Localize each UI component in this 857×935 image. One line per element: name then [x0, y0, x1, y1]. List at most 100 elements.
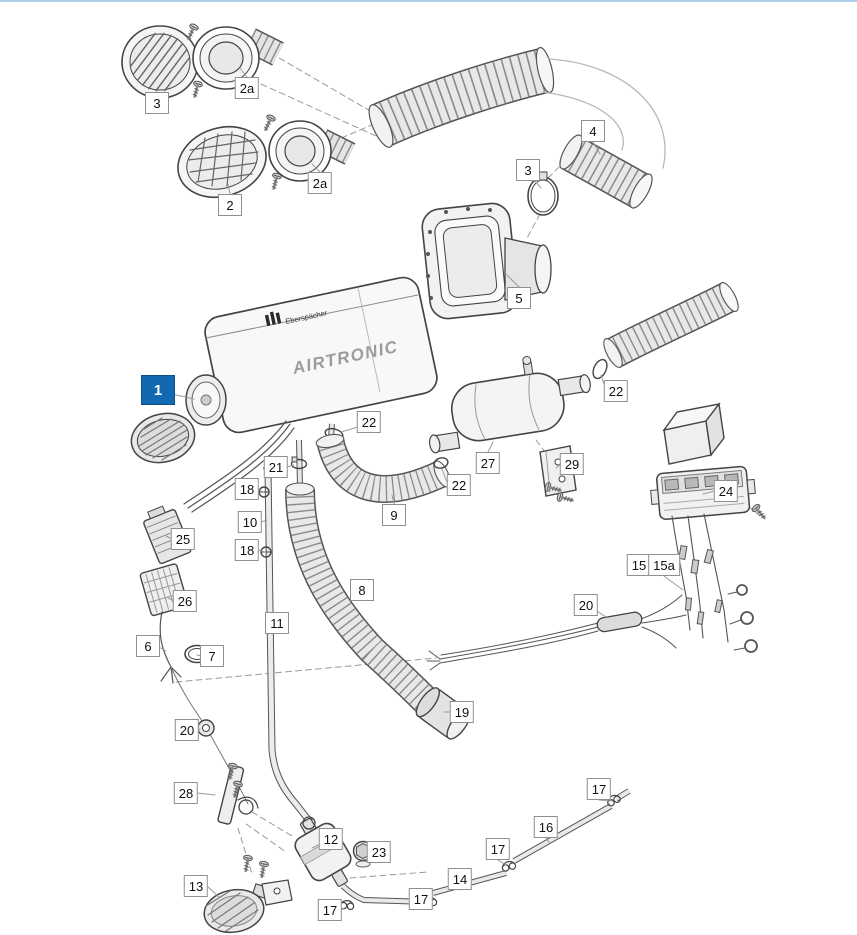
part-label[interactable]: 11	[265, 612, 289, 634]
relay-drawing	[662, 402, 725, 465]
part-number: 9	[390, 507, 398, 523]
part-number: 2a	[312, 175, 328, 191]
part-label[interactable]: 26	[172, 590, 198, 612]
part-label[interactable]: 22	[446, 474, 472, 496]
part-number: 10	[242, 514, 258, 530]
part-number: 24	[718, 483, 734, 499]
part-label[interactable]: 2	[218, 194, 242, 216]
part-label[interactable]: 17	[485, 838, 511, 860]
part-label[interactable]: 10	[237, 511, 263, 533]
part-label[interactable]: 21	[263, 456, 289, 478]
part-label[interactable]: 17	[317, 899, 343, 921]
part-number: 7	[208, 648, 216, 664]
part-number: 22	[451, 477, 467, 493]
part-label[interactable]: 23	[366, 841, 392, 863]
part-number: 16	[538, 819, 554, 835]
part-label[interactable]: 8	[350, 579, 374, 601]
part-label[interactable]: 9	[382, 504, 406, 526]
part-number: 17	[490, 841, 506, 857]
part-label[interactable]: 5	[507, 287, 531, 309]
part-number: 14	[452, 871, 468, 887]
part-number: 19	[454, 704, 470, 720]
exhaust-muffler-drawing	[428, 355, 591, 454]
wire-bundle-drawing	[426, 594, 687, 671]
part-number: 17	[413, 891, 429, 907]
part-number: 4	[589, 123, 597, 139]
part-number: 13	[188, 878, 204, 894]
adapter-plate-drawing	[421, 202, 519, 320]
part-label[interactable]: 3	[145, 92, 169, 114]
flange-2a-top-drawing	[192, 26, 284, 90]
connector-wire-drawing	[159, 611, 182, 684]
pump-inlet-clamp	[302, 816, 316, 830]
part-label[interactable]: 2a	[234, 77, 260, 99]
part-number: 22	[361, 414, 377, 430]
part-number: 29	[564, 456, 580, 472]
part-number: 15a	[653, 557, 675, 573]
part-number: 20	[578, 597, 594, 613]
part-label[interactable]: 22	[603, 380, 629, 402]
part-number: 6	[144, 638, 152, 654]
part-label[interactable]: 28	[173, 782, 199, 804]
part-label[interactable]: 18	[234, 478, 260, 500]
muffler-clamp-right	[592, 358, 608, 380]
exhaust-pipe-drawing	[603, 281, 739, 369]
part-number: 23	[371, 844, 387, 860]
part-number: 8	[358, 582, 366, 598]
part-label[interactable]: 17	[586, 778, 612, 800]
cable-terminals-drawing	[678, 544, 758, 653]
combustion-hose-drawing	[285, 482, 437, 712]
part-label[interactable]: 1	[141, 375, 175, 405]
part-label[interactable]: 3	[516, 159, 540, 181]
warm-air-hose-drawing	[315, 433, 451, 503]
part-number: 18	[239, 542, 255, 558]
part-number: 2a	[239, 80, 255, 96]
part-label[interactable]: 27	[475, 452, 501, 474]
part-number: 17	[591, 781, 607, 797]
part-label[interactable]: 7	[200, 645, 224, 667]
part-number: 25	[175, 531, 191, 547]
part-label[interactable]: 20	[573, 594, 599, 616]
part-label[interactable]: 15a	[648, 554, 680, 576]
part-label[interactable]: 19	[449, 701, 475, 723]
part-number: 28	[178, 785, 194, 801]
part-label[interactable]: 16	[533, 816, 559, 838]
part-label[interactable]: 6	[136, 635, 160, 657]
part-number: 3	[524, 162, 532, 178]
fuel-pipe-drawing	[258, 464, 313, 825]
part-number: 18	[239, 481, 255, 497]
part-label[interactable]: 12	[318, 828, 344, 850]
part-label[interactable]: 2a	[307, 172, 333, 194]
sleeve-drawing	[596, 611, 643, 633]
part-label[interactable]: 18	[234, 539, 260, 561]
oval-grille-drawing	[177, 126, 267, 198]
inlet-grille-drawing	[130, 412, 196, 464]
muffler-clamp-left	[433, 457, 449, 469]
part-number: 26	[177, 593, 193, 609]
part-label[interactable]: 20	[174, 719, 200, 741]
part-number: 27	[480, 455, 496, 471]
part-number: 17	[322, 902, 338, 918]
part-number: 5	[515, 290, 523, 306]
intake-silencer-drawing	[203, 879, 293, 934]
part-number: 11	[270, 615, 284, 631]
part-label[interactable]: 14	[447, 868, 473, 890]
part-label[interactable]: 25	[170, 528, 196, 550]
adapter-stub-drawing	[426, 207, 552, 301]
hose-clamp-drawing	[527, 171, 559, 216]
part-label[interactable]: 13	[183, 875, 209, 897]
part-label[interactable]: 24	[713, 480, 739, 502]
flange-2a-second-drawing	[268, 120, 356, 182]
part-label[interactable]: 29	[559, 453, 585, 475]
part-label[interactable]: 22	[356, 411, 382, 433]
part-number: 3	[153, 95, 161, 111]
wiring-harness-drawing	[183, 420, 295, 513]
part-number: 15	[631, 557, 647, 573]
construction-lines	[175, 47, 761, 879]
part-label[interactable]: 4	[581, 120, 605, 142]
part-label[interactable]: 15	[626, 554, 652, 576]
part-label[interactable]: 17	[408, 888, 434, 910]
part-number: 22	[608, 383, 624, 399]
